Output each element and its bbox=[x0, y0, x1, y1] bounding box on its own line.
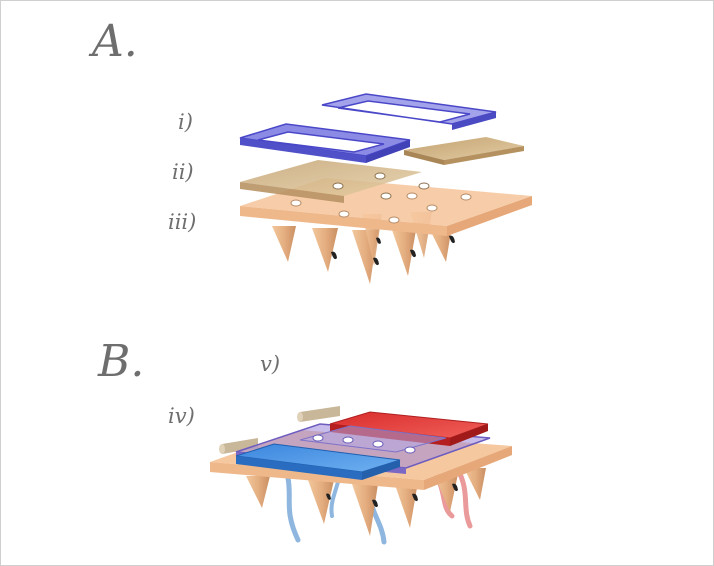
blue-frame-layer-i bbox=[239, 93, 497, 163]
gold-contact-strip bbox=[404, 137, 524, 165]
layer-label-v: v) bbox=[260, 352, 281, 376]
layer-label-i: i) bbox=[178, 110, 193, 134]
layer-label-iii: iii) bbox=[168, 210, 197, 234]
microneedle-array-b bbox=[246, 468, 486, 536]
layer-label-ii: ii) bbox=[172, 160, 194, 184]
separator-sheet bbox=[299, 425, 447, 454]
connector-pins bbox=[219, 406, 340, 454]
layer-label-iv: iv) bbox=[168, 404, 195, 428]
panel-a-title: A. bbox=[92, 16, 138, 67]
panel-b-title: B. bbox=[98, 336, 145, 387]
gold-film-layer-ii bbox=[240, 160, 430, 203]
blue-electrode bbox=[235, 443, 401, 480]
